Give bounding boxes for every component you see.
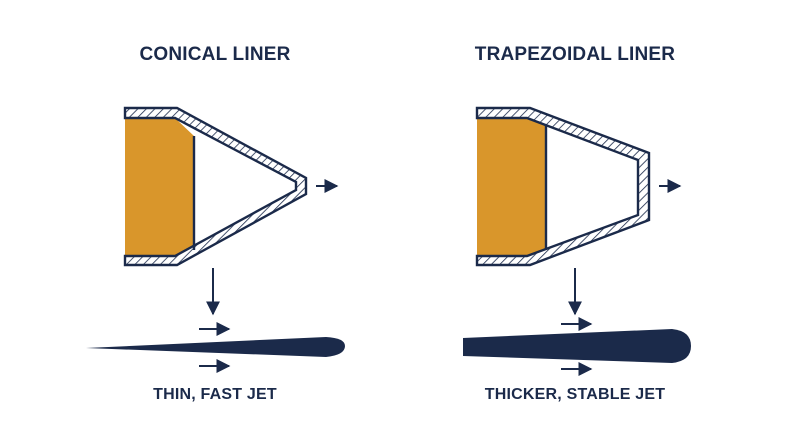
conical-jet-caption: THIN, FAST JET (153, 386, 277, 403)
trapezoidal-charge (475, 106, 651, 267)
thin-fast-jet-shape (86, 337, 345, 357)
conical-casing (123, 106, 308, 267)
trapezoidal-explosive-fill (477, 118, 546, 256)
conical-charge (123, 106, 308, 267)
conical-liner-title: CONICAL LINER (139, 44, 291, 65)
trapezoidal-liner-title: TRAPEZOIDAL LINER (474, 44, 676, 65)
trapezoidal-jet-caption: THICKER, STABLE JET (484, 386, 666, 403)
conical-explosive-fill (125, 118, 194, 256)
thicker-stable-jet-shape (463, 329, 691, 363)
trapezoidal-casing (475, 106, 651, 267)
